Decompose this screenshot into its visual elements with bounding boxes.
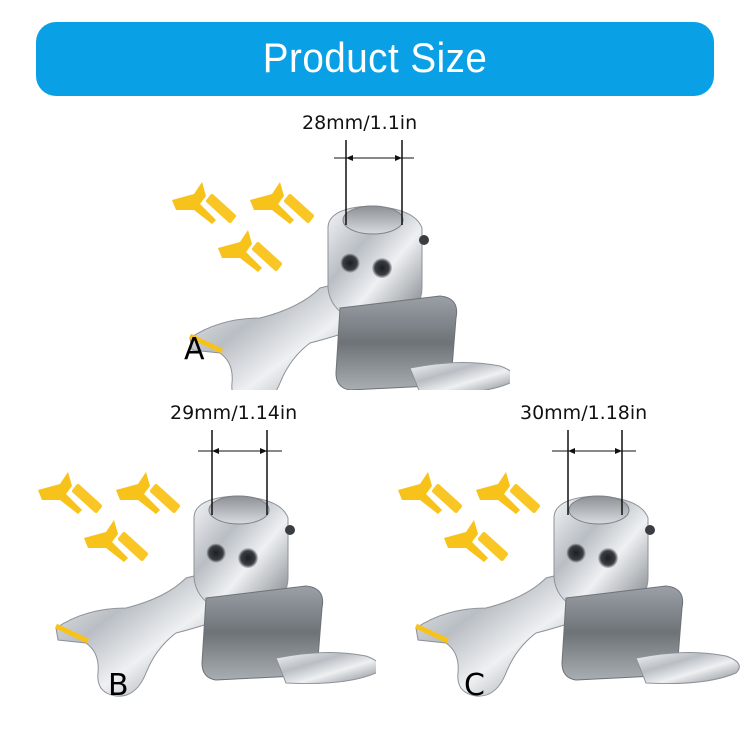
- tire-mount-head-icon: [396, 430, 746, 700]
- dimension-label: 29mm/1.14in: [170, 402, 298, 424]
- dimension-label: 30mm/1.18in: [520, 402, 648, 424]
- tire-mount-head-icon: [170, 140, 510, 390]
- tire-mount-head-icon: [36, 430, 376, 700]
- header-banner: Product Size: [36, 22, 714, 96]
- product-variant-a: 28mm/1.1in A: [150, 110, 510, 410]
- variant-letter: C: [464, 668, 485, 703]
- variant-letter: A: [184, 332, 205, 367]
- product-variant-b: 29mm/1.14in B: [16, 400, 376, 703]
- product-variant-c: 30mm/1.18in C: [376, 400, 736, 703]
- dimension-label: 28mm/1.1in: [302, 112, 418, 134]
- variant-letter: B: [108, 668, 129, 703]
- page-title: Product Size: [262, 34, 488, 81]
